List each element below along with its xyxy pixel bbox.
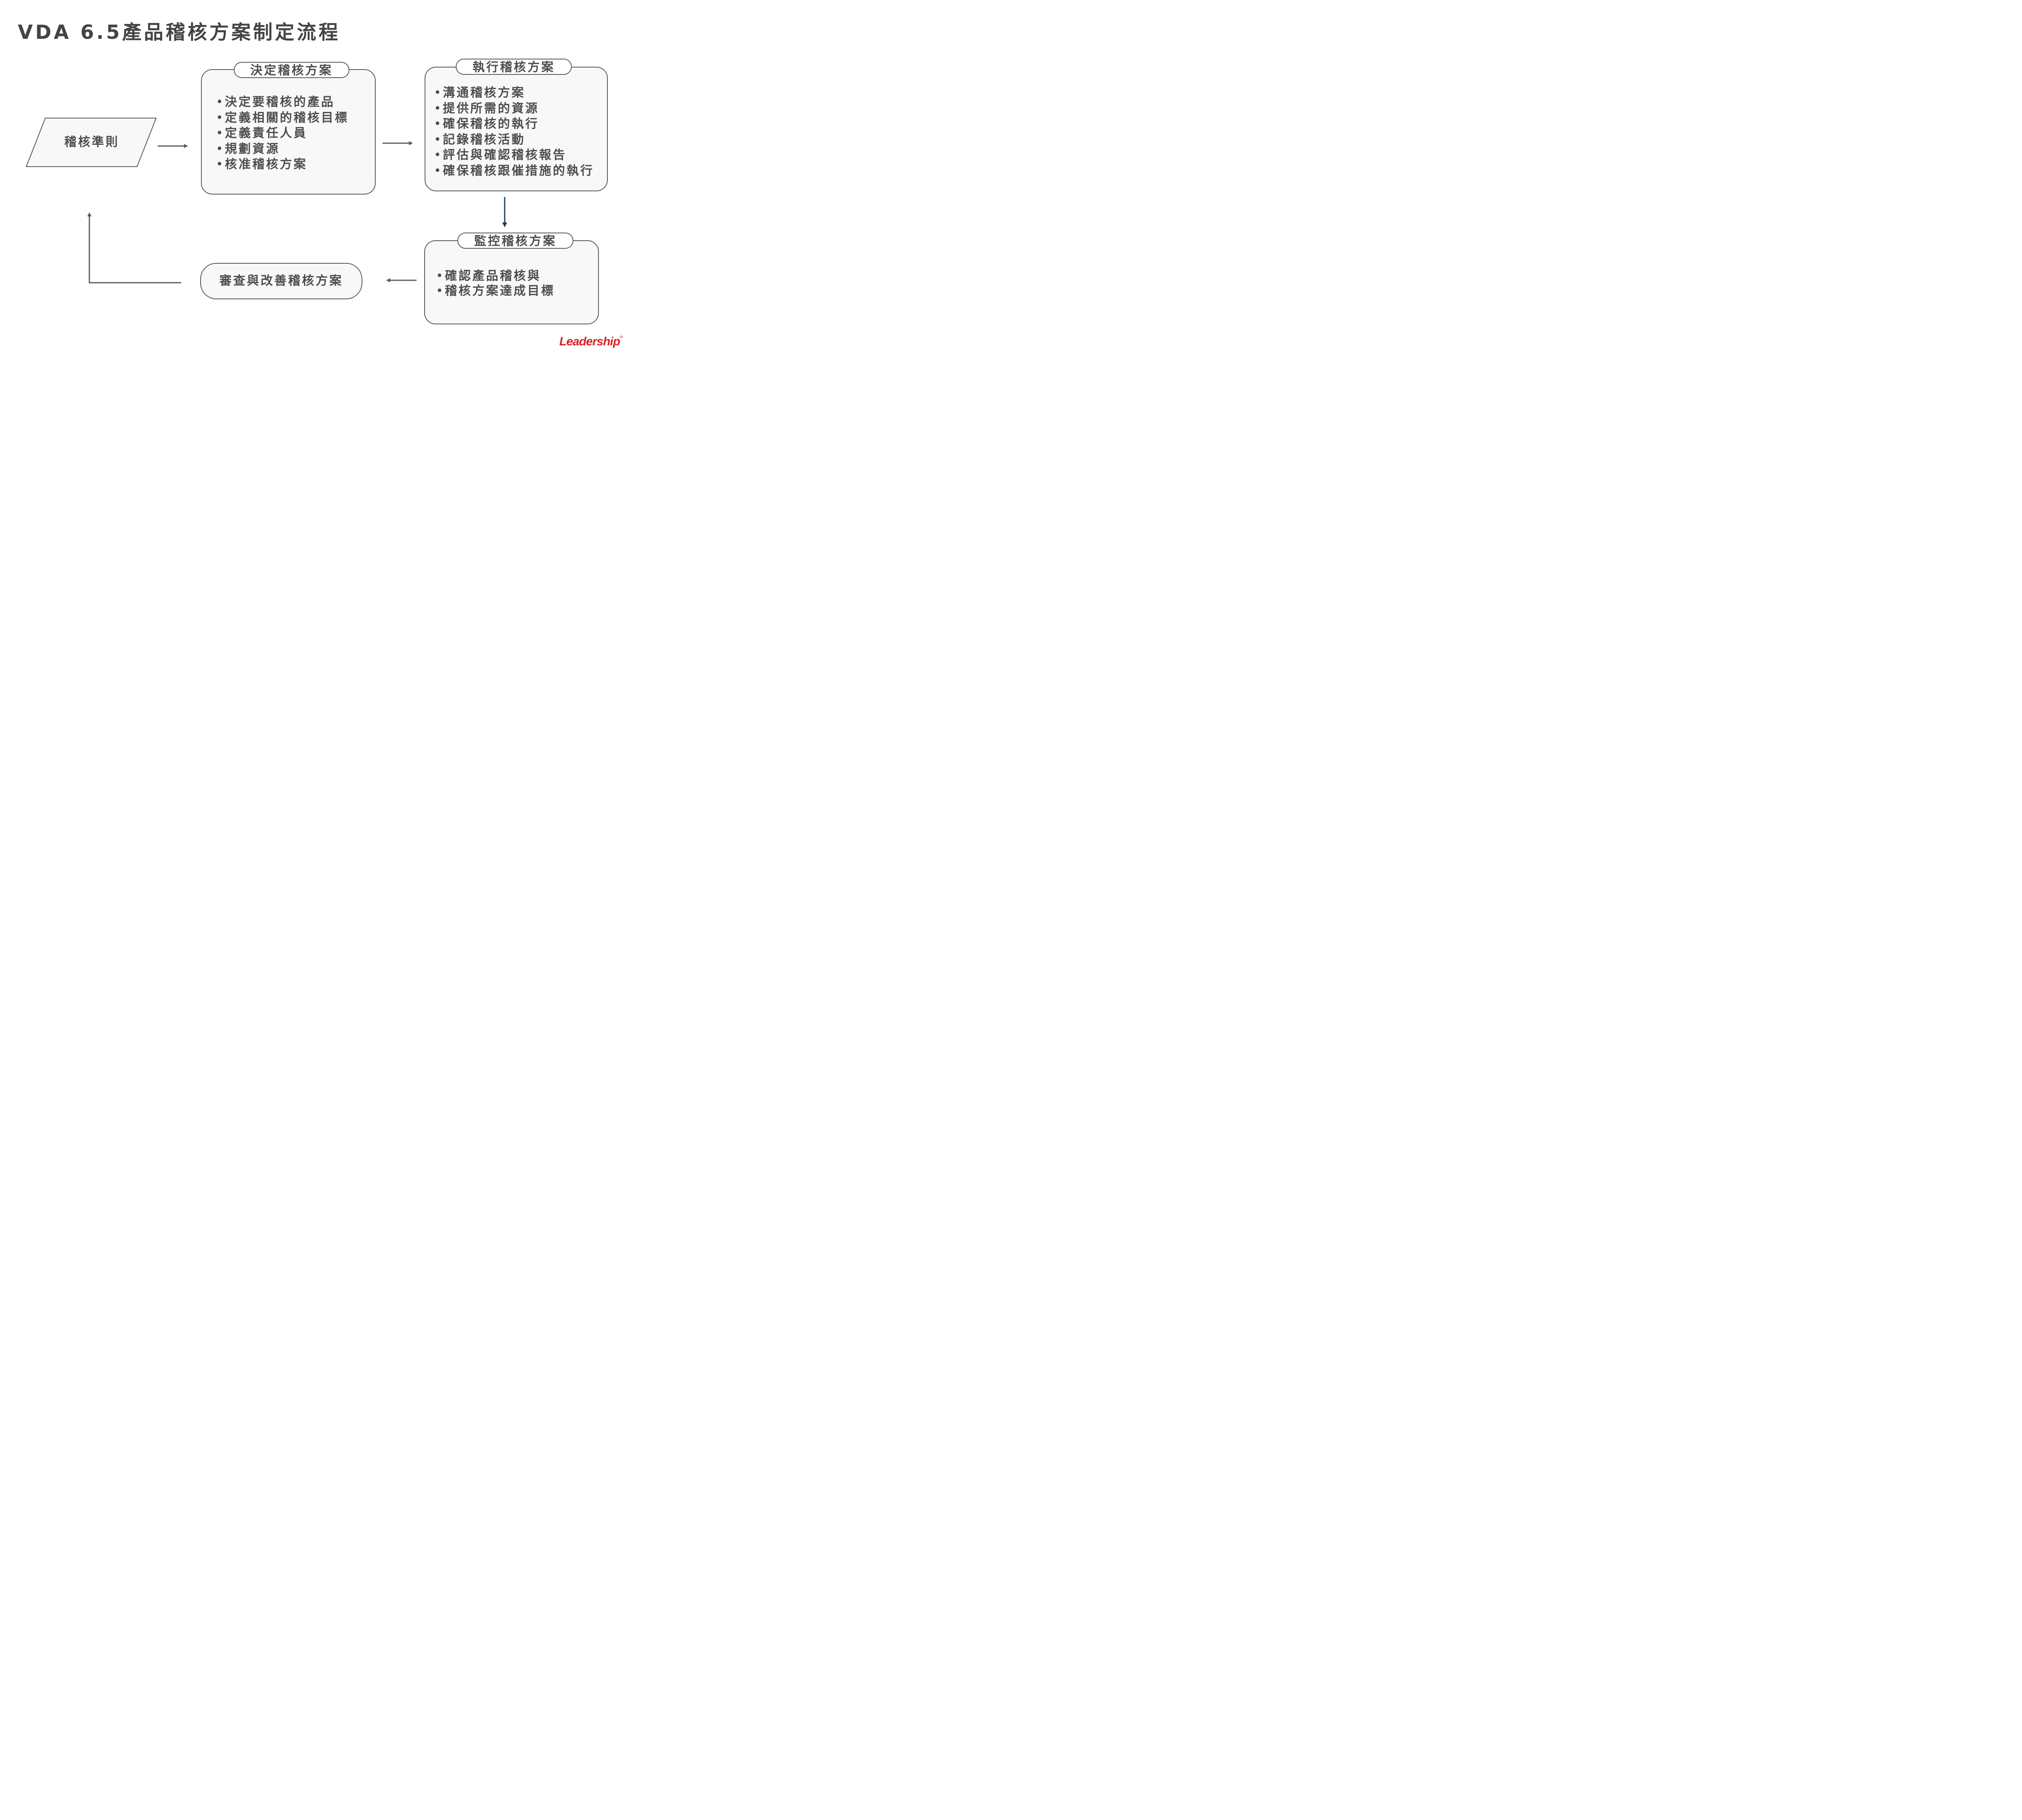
criteria-parallelogram: [25, 118, 157, 167]
decide-header: 決定稽核方案: [234, 62, 349, 78]
decide-item: 決定要稽核的產品: [216, 95, 349, 110]
decide-item: 規劃資源: [216, 142, 349, 157]
review-label: 審查與改善稽核方案: [219, 274, 343, 288]
execute-list: 溝通稽核方案 提供所需的資源 確保稽核的執行 記錄稽核活動 評估與確認稽核報告 …: [434, 85, 594, 179]
decide-item: 定義相關的稽核目標: [216, 110, 349, 126]
decide-list: 決定要稽核的產品 定義相關的稽核目標 定義責任人員 規劃資源 核准稽核方案: [216, 95, 349, 173]
flow-connectors: [25, 118, 507, 284]
leadership-logo: Leadership®: [559, 335, 623, 348]
execute-item: 提供所需的資源: [434, 101, 594, 117]
execute-item: 記錄稽核活動: [434, 132, 594, 148]
decide-item: 定義責任人員: [216, 126, 349, 142]
monitor-header: 監控稽核方案: [457, 233, 573, 249]
execute-header: 執行稽核方案: [456, 59, 572, 75]
execute-item: 評估與確認稽核報告: [434, 148, 594, 163]
execute-item: 確保稽核跟催措施的執行: [434, 163, 594, 179]
monitor-list: 確認產品稽核與 稽核方案達成目標: [436, 269, 555, 298]
criteria-label: 稽核準則: [64, 135, 119, 149]
arrow-review-to-criteria: [87, 212, 181, 284]
decide-item: 核准稽核方案: [216, 157, 349, 173]
monitor-item: 確認產品稽核與: [436, 269, 555, 284]
review-box: [200, 263, 362, 299]
page-title: VDA 6.5產品稽核方案制定流程: [18, 21, 341, 44]
monitor-item: 稽核方案達成目標: [436, 284, 555, 298]
execute-item: 溝通稽核方案: [434, 85, 594, 101]
execute-item: 確保稽核的執行: [434, 116, 594, 132]
